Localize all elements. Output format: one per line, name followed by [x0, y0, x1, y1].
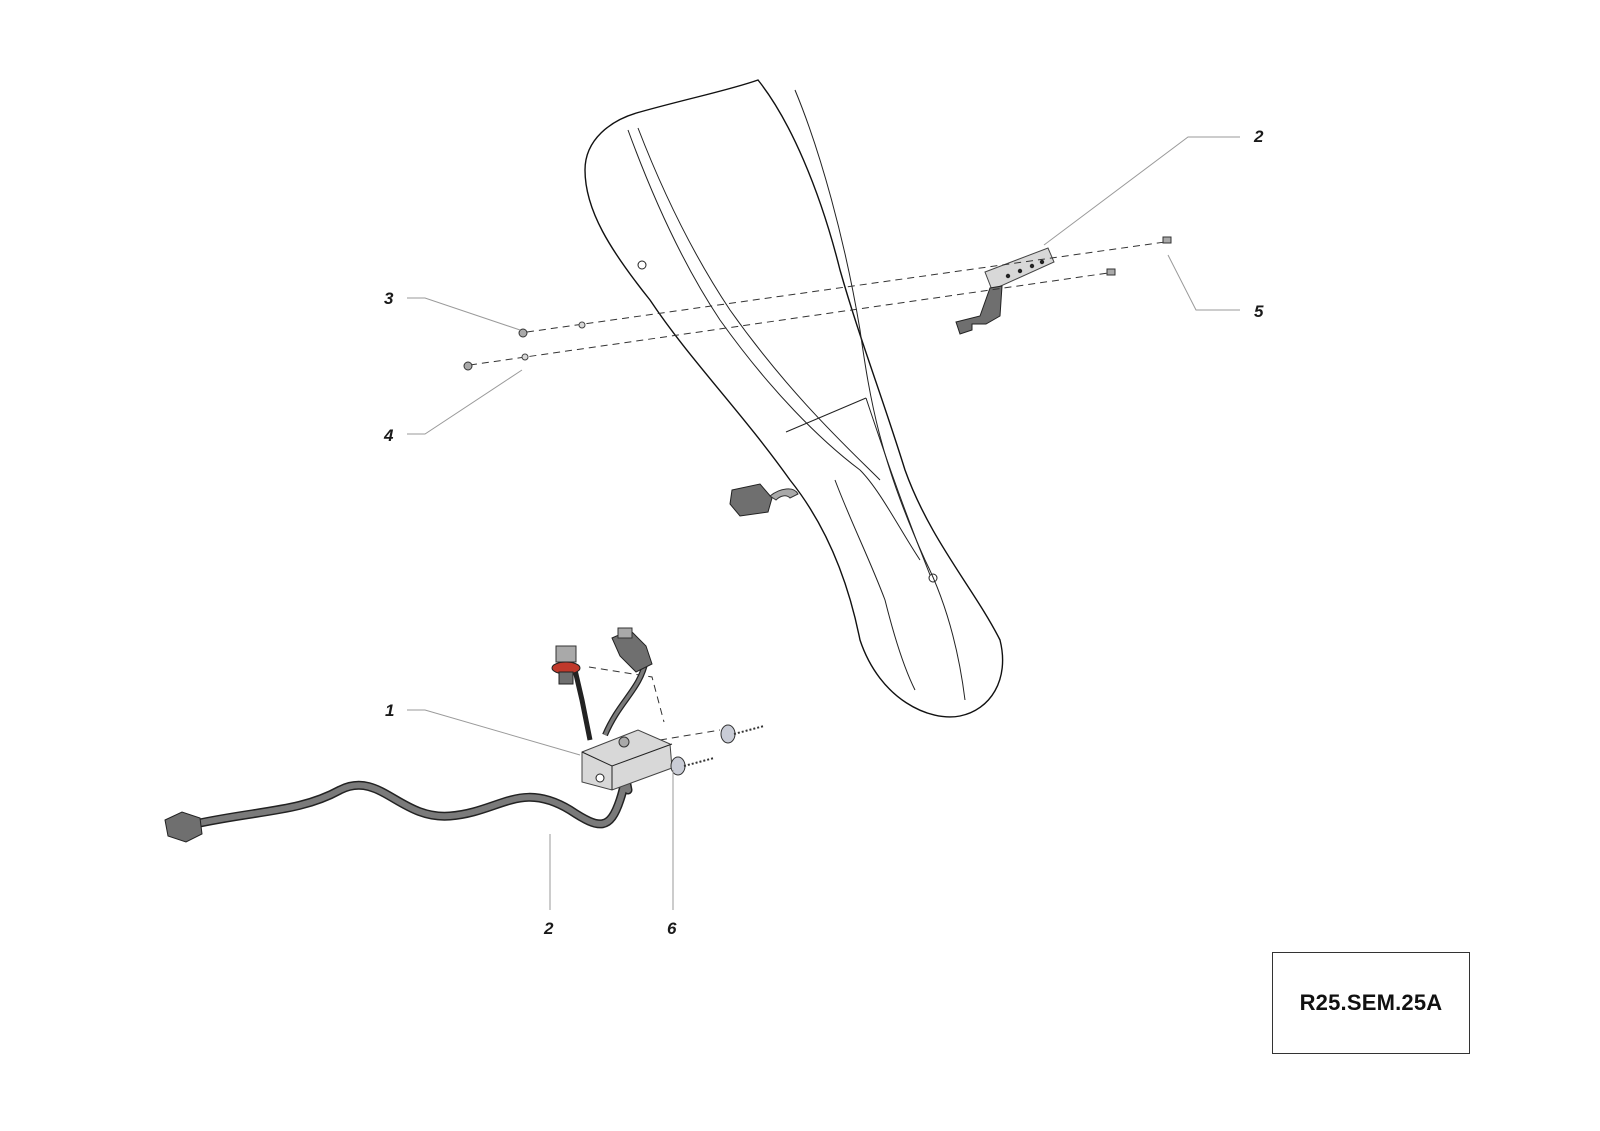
- callout-5: 5: [1254, 302, 1264, 321]
- callout-6: 6: [667, 919, 677, 938]
- connector-block: [581, 729, 673, 791]
- wiring-harness: [164, 659, 649, 843]
- fasteners-small: [463, 236, 1172, 371]
- callouts: 2 5 3 4 1 2 6: [383, 127, 1264, 938]
- screws: [670, 724, 765, 776]
- bracket-right: [955, 247, 1055, 335]
- callout-4: 4: [383, 426, 394, 445]
- leader-lines: [407, 136, 1240, 910]
- plug-connector: [611, 627, 653, 673]
- windscreen: [584, 79, 1004, 718]
- sensor-with-seal: [551, 645, 581, 685]
- drawing-code-box: R25.SEM.25A: [1272, 952, 1470, 1054]
- callout-1: 1: [385, 701, 394, 720]
- callout-2-bottom: 2: [543, 919, 554, 938]
- callout-2-top: 2: [1253, 127, 1264, 146]
- drawing-code: R25.SEM.25A: [1299, 990, 1443, 1015]
- mirror-mount-left: [729, 483, 799, 517]
- callout-3: 3: [384, 289, 394, 308]
